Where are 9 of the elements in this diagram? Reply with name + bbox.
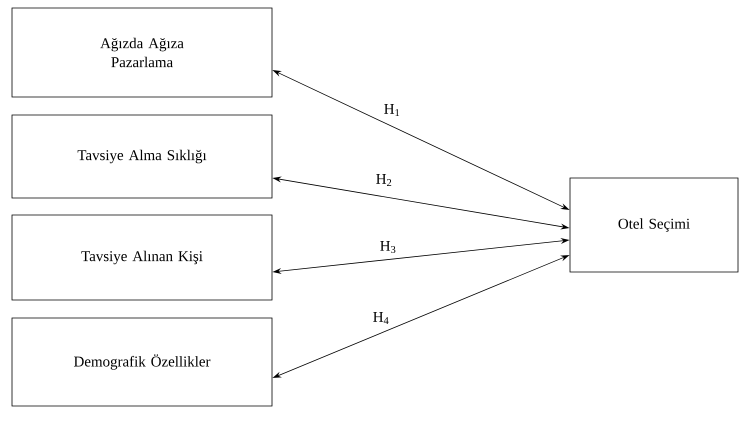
concept-box: Ağızda Ağıza Pazarlama	[12, 8, 272, 98]
edge-label: H$_{1}$	[382, 103, 402, 117]
concept-box: Demografik Özellikler	[12, 318, 272, 406]
concept-box: Otel Seçimi	[570, 178, 738, 272]
concept-box: Tavsiye Alma Sıklığı	[12, 114, 272, 198]
edge-label: H$_{3}$	[378, 240, 398, 254]
concept-box: Tavsiye Alınan Kişi	[12, 214, 272, 300]
edge-label: H$_{2}$	[374, 173, 394, 187]
edge-label: H$_{4}$	[372, 311, 390, 325]
